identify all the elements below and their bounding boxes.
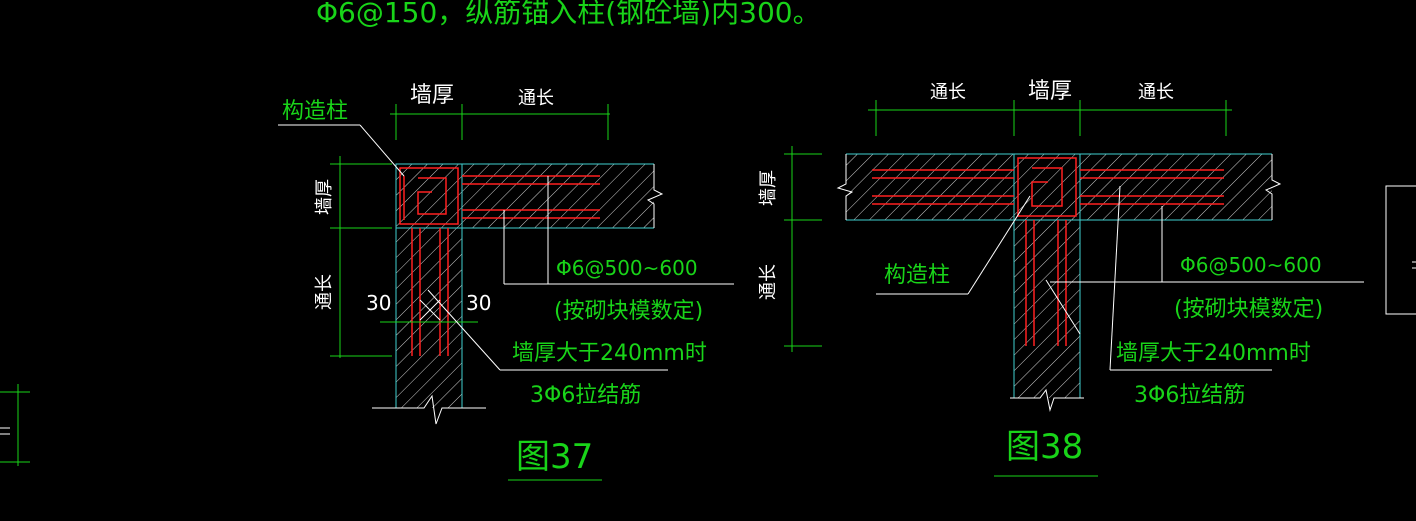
- fig38-column-box: [1017, 157, 1077, 217]
- fig38-dim-through-side: 通长: [758, 264, 779, 300]
- fig37-dim-30-right: 30: [466, 291, 491, 315]
- fig37-dim-wall-thickness-top: 墙厚: [410, 83, 454, 108]
- fig37-leaders: [278, 124, 734, 371]
- left-dimension-fragment: [0, 384, 30, 466]
- fig38-dim-wall-thickness-top: 墙厚: [1028, 79, 1072, 104]
- fig37-wall-outlines: [395, 163, 654, 408]
- fig37-break-right: [646, 164, 664, 228]
- fig37-note-thick: 墙厚大于240mm时: [512, 341, 707, 366]
- fig37-label-column: 构造柱: [282, 99, 348, 124]
- fig38-break-right: [1264, 154, 1282, 220]
- figure-37: 构造柱 墙厚 通长 墙厚 通长 30 30 Φ6@500~600 (按砌块模数定…: [278, 83, 734, 481]
- fig37-column-hatch: [396, 164, 462, 228]
- fig38-leaders: [876, 185, 1364, 371]
- figure-38: 通长 墙厚 通长 墙厚 通长 构造柱 Φ6@500~600 (按砌块模数定) 墙…: [758, 79, 1364, 477]
- fig37-dim-through-side: 通长: [314, 274, 335, 310]
- fig38-note-rebar: Φ6@500~600: [1180, 253, 1322, 277]
- header-note: Φ6@150，纵筋锚入柱(钢砼墙)内300。: [316, 0, 821, 29]
- fig37-dim-wall-thickness-side: 墙厚: [314, 179, 335, 215]
- fig38-caption: 图38: [1006, 427, 1083, 467]
- fig38-note-thick: 墙厚大于240mm时: [1116, 341, 1311, 366]
- edge-fragments: [0, 185, 1416, 435]
- fig38-label-column: 构造柱: [884, 263, 950, 288]
- fig37-dim-30-left: 30: [366, 291, 391, 315]
- fig38-horizontal-wall: [846, 154, 1272, 220]
- fig37-rebar: [403, 175, 600, 356]
- fig37-vertical-wall: [396, 228, 462, 408]
- fig38-vertical-wall: [1014, 220, 1080, 398]
- fig37-break-bottom: [372, 394, 486, 425]
- fig38-dim-through-right: 通长: [1138, 82, 1174, 103]
- fig38-break-bottom: [1010, 388, 1084, 412]
- fig37-column-box: [399, 167, 459, 225]
- fig38-dim-wall-thickness-side: 墙厚: [758, 170, 779, 206]
- fig38-rebar: [872, 167, 1224, 346]
- fig37-note-rebar: Φ6@500~600: [556, 256, 698, 280]
- fig38-note-block: (按砌块模数定): [1174, 297, 1323, 322]
- fig37-note-block: (按砌块模数定): [554, 299, 703, 324]
- fig38-note-tie: 3Φ6拉结筋: [1134, 383, 1245, 408]
- fig37-caption: 图37: [516, 437, 593, 477]
- fig38-break-left: [836, 154, 854, 220]
- fig38-dim-through-left: 通长: [930, 82, 966, 103]
- fig37-dim-through-top: 通长: [518, 88, 554, 109]
- fig37-note-tie: 3Φ6拉结筋: [530, 383, 641, 408]
- fig38-wall-outlines: [846, 153, 1272, 398]
- fig37-dimensions: [330, 104, 610, 358]
- fig38-dimensions: [784, 100, 1232, 352]
